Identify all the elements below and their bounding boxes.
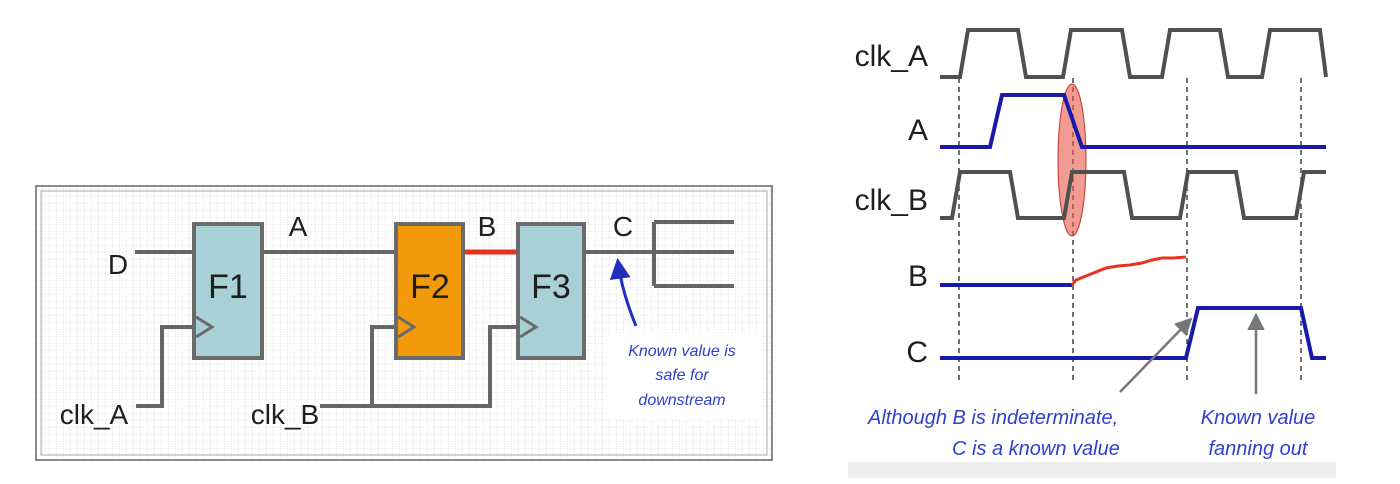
note-left-line-1: Although B is indeterminate, bbox=[867, 407, 1118, 429]
note-left-line-2: C is a known value bbox=[952, 438, 1120, 460]
flop-f1: F1 bbox=[192, 222, 264, 360]
schematic-inner-frame bbox=[40, 190, 768, 456]
flop-f3: F3 bbox=[516, 222, 586, 360]
net-b-label: B bbox=[478, 211, 497, 242]
signal-label-a: A bbox=[908, 114, 928, 147]
waveform-b-metastable bbox=[1070, 255, 1187, 286]
note-right-line-2: fanning out bbox=[1209, 438, 1309, 460]
signal-label-clk-a: clk_A bbox=[855, 40, 928, 73]
flop-f2-body bbox=[394, 222, 465, 360]
metastability-window bbox=[1057, 83, 1087, 237]
flop-f3-label: F3 bbox=[531, 268, 571, 306]
wire-clk-a bbox=[136, 325, 194, 408]
schematic-wires bbox=[135, 220, 734, 408]
waveform-clk-a bbox=[940, 28, 1328, 79]
signal-label-c: C bbox=[906, 336, 928, 369]
signal-label-clk-b: clk_B bbox=[855, 184, 928, 217]
flop-f3-clock-icon bbox=[519, 315, 539, 339]
wire-clk-b-f3 bbox=[372, 325, 518, 408]
callout-line-1: Known value is bbox=[628, 343, 736, 360]
timing-panel: clk_A A clk_B B C Although B is indeterm… bbox=[848, 28, 1336, 478]
timing-footer-band bbox=[848, 462, 1336, 478]
input-d-label: D bbox=[108, 249, 128, 280]
waveform-a bbox=[940, 93, 1326, 149]
waveform-c bbox=[940, 306, 1326, 360]
wire-clk-b-f2 bbox=[320, 325, 396, 408]
flop-f1-clock-icon bbox=[195, 315, 215, 339]
flop-f3-body bbox=[516, 222, 586, 360]
flop-f2-clock-icon bbox=[397, 315, 417, 339]
schematic-panel: F1 F2 F3 D A B C clk_A clk_B Known value… bbox=[35, 185, 773, 461]
flop-f1-label: F1 bbox=[208, 268, 248, 306]
flop-f2: F2 bbox=[394, 222, 465, 360]
callout-arrow-icon bbox=[609, 257, 638, 327]
timing-reference-lines bbox=[958, 78, 1302, 380]
net-c-label: C bbox=[613, 211, 633, 242]
annotation-arrow-left-icon bbox=[1119, 317, 1193, 393]
signal-label-b: B bbox=[908, 260, 928, 293]
clk-b-label: clk_B bbox=[251, 399, 319, 430]
waveform-clk-b bbox=[940, 170, 1326, 220]
note-right-line-1: Known value bbox=[1201, 407, 1316, 429]
flop-f1-body bbox=[192, 222, 264, 360]
callout-box bbox=[606, 334, 762, 420]
callout-line-2: safe for bbox=[655, 367, 709, 384]
flop-f2-label: F2 bbox=[410, 268, 450, 306]
callout-line-3: downstream bbox=[638, 392, 725, 409]
net-a-label: A bbox=[289, 211, 308, 242]
clk-a-label: clk_A bbox=[60, 399, 129, 430]
